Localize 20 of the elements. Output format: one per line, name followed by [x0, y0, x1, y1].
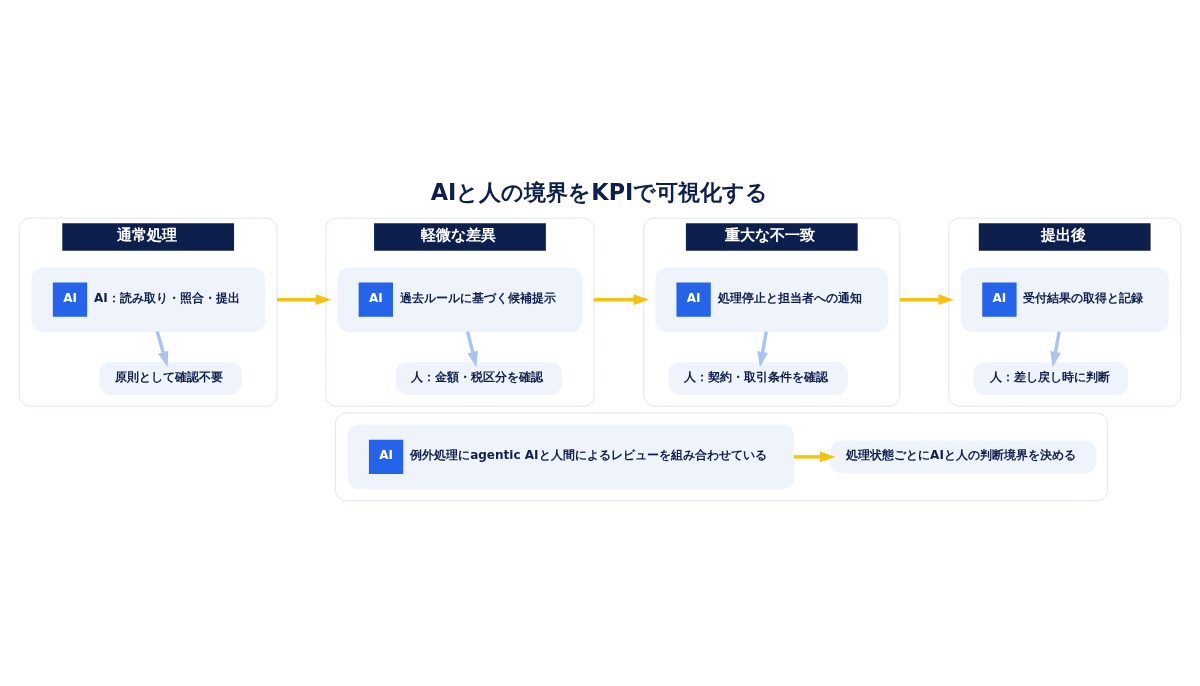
arrow — [155, 330, 169, 367]
node-box: AI 処理停止と担当者への通知 — [655, 267, 889, 332]
node-box: 人：契約・取引条件を確認 — [668, 361, 848, 395]
node-box: AI AI：読み取り・照合・提出 — [31, 267, 265, 332]
arrow — [899, 293, 954, 305]
node-box: 人：差し戻し時に判断 — [973, 361, 1129, 395]
arrow — [465, 330, 478, 367]
node-box: 処理状態ごとにAIと人の判断境界を決める — [830, 440, 1097, 473]
node-box: AI 例外処理にagentic AIと人間によるレビューを組み合わせている — [347, 424, 795, 489]
arrow — [757, 330, 768, 367]
arrow — [277, 293, 332, 305]
node-box: AI 過去ルールに基づく候補提示 — [337, 267, 583, 332]
arrow — [594, 293, 649, 305]
node-box: 人：金額・税区分を確認 — [395, 361, 563, 395]
node-box: AI 受付結果の取得と記録 — [960, 267, 1169, 332]
cluster — [335, 412, 1109, 501]
arrow — [793, 450, 836, 462]
arrow — [1050, 330, 1061, 367]
diagram-title: AIと人の境界をKPIで可視化する — [430, 178, 769, 205]
node-box: 原則として確認不要 — [99, 361, 242, 395]
